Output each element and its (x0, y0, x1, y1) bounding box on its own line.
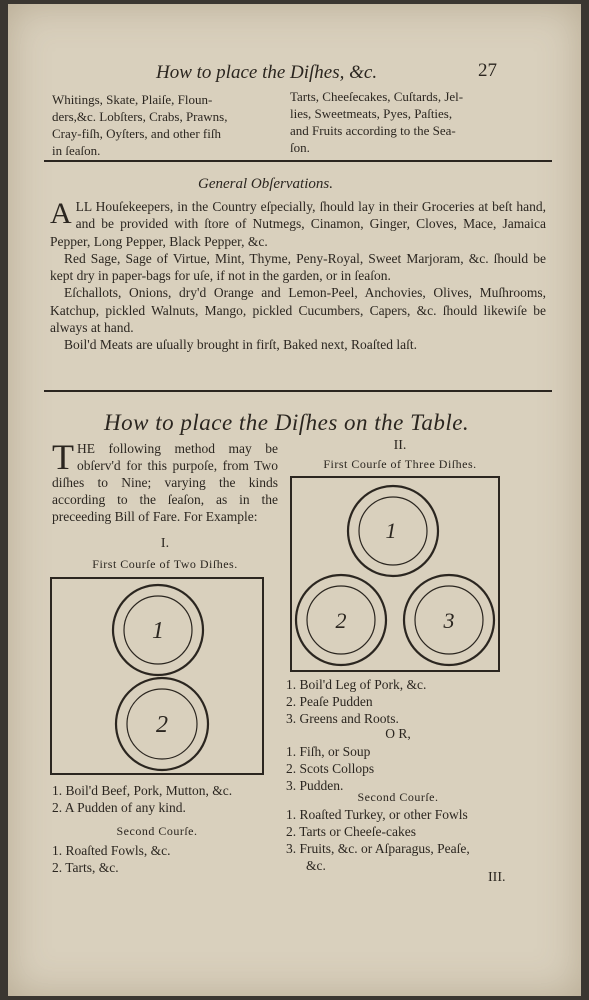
next-section-numeral: III. (488, 870, 506, 885)
list-item: 1. Boil'd Beef, Pork, Mutton, &c. (52, 783, 233, 798)
general-observations-title: General Obſervations. (198, 176, 333, 192)
dish-number: 3 (443, 608, 455, 633)
dish-number: 1 (152, 618, 164, 644)
dish-number: 2 (336, 608, 347, 633)
course1-heading: First Courſe of Two Diſhes. (92, 557, 238, 571)
text-line: ſon. (290, 140, 310, 155)
dish-1: 1 (111, 583, 205, 677)
course2-alt-items: 1. Fiſh, or Soup 2. Scots Collops 3. Pud… (286, 743, 374, 794)
text-line: Whitings, Skate, Plaiſe, Floun- (52, 92, 213, 107)
drop-cap: A (50, 197, 72, 230)
list-item: 3. Fruits, &c. or Aſparagus, Peaſe, (286, 841, 470, 856)
course1-second-items: 1. Roaſted Fowls, &c. 2. Tarts, &c. (52, 842, 171, 876)
paragraph-text: LL Houſekeepers, in the Country eſpecial… (50, 199, 546, 249)
list-item: 2. Scots Collops (286, 761, 375, 776)
paragraph: Boil'd Meats are uſually brought in firſ… (64, 337, 417, 353)
text-line: Cray-fiſh, Oyſters, and other fiſh (52, 126, 221, 141)
paragraph: Red Sage, Sage of Virtue, Mint, Thyme, P… (50, 250, 546, 284)
list-item: 1. Boil'd Leg of Pork, &c. (286, 677, 427, 692)
dish-number: 1 (386, 518, 397, 543)
dish-2: 2 (114, 676, 210, 772)
course2-items: 1. Boil'd Leg of Pork, &c. 2. Peaſe Pudd… (286, 676, 426, 727)
course1-second-heading: Second Courſe. (116, 824, 198, 838)
dish-1: 1 (346, 484, 440, 578)
list-item: 2. Tarts, &c. (52, 860, 119, 875)
list-item: 1. Fiſh, or Soup (286, 744, 371, 759)
list-item: 1. Roaſted Turkey, or other Fowls (286, 807, 468, 822)
paragraph: Eſchallots, Onions, dry'd Orange and Lem… (50, 285, 546, 336)
page-number: 27 (478, 60, 497, 81)
dish-3: 3 (402, 573, 496, 667)
list-item: &c. (306, 858, 326, 873)
divider-rule (44, 390, 552, 392)
text-line: and Fruits according to the Sea- (290, 123, 456, 138)
dish-layout-svg: 1 2 3 (294, 484, 496, 667)
drop-cap: T (52, 437, 74, 477)
dish-layout-svg: 1 2 (111, 583, 210, 772)
text-line: Tarts, Cheeſecakes, Cuſtards, Jel- (290, 89, 464, 104)
list-item: 1. Roaſted Fowls, &c. (52, 843, 171, 858)
list-item: 2. Tarts or Cheeſe-cakes (286, 824, 417, 839)
list-item: 2. Peaſe Pudden (286, 694, 373, 709)
text-line: ders,&c. Lobſters, Crabs, Prawns, (52, 109, 228, 124)
course2-numeral: II. (393, 438, 407, 453)
list-item: 2. A Pudden of any kind. (52, 800, 186, 815)
list-item: 3. Pudden. (286, 778, 344, 793)
intro-text: HE following method may be obſerv'd for … (52, 441, 278, 524)
table-diagram-two-dishes: 1 2 (50, 577, 264, 775)
dish-number: 2 (156, 712, 168, 738)
course2-second-heading: Second Courſe. (357, 790, 439, 804)
or-label: O R, (385, 726, 411, 741)
running-header: How to place the Diſhes, &c. (156, 62, 378, 83)
top-right-column: Tarts, Cheeſecakes, Cuſtards, Jel- lies,… (290, 88, 505, 156)
course2-heading: First Courſe of Three Diſhes. (323, 457, 477, 471)
course2-second-items: 1. Roaſted Turkey, or other Fowls 2. Tar… (286, 806, 470, 874)
text-line: lies, Sweetmeats, Pyes, Paſties, (290, 106, 453, 121)
course1-items: 1. Boil'd Beef, Pork, Mutton, &c. 2. A P… (52, 782, 232, 816)
top-left-column: Whitings, Skate, Plaiſe, Floun- ders,&c.… (52, 91, 267, 159)
section-title: How to place the Diſhes on the Table. (104, 410, 470, 435)
book-page: How to place the Diſhes, &c. 27 Whitings… (8, 4, 581, 996)
text-line: in ſeaſon. (52, 143, 101, 158)
list-item: 3. Greens and Roots. (286, 711, 399, 726)
dish-2: 2 (294, 573, 388, 667)
course1-numeral: I. (160, 536, 170, 551)
table-diagram-three-dishes: 1 2 3 (290, 476, 500, 672)
divider-rule (44, 160, 552, 162)
